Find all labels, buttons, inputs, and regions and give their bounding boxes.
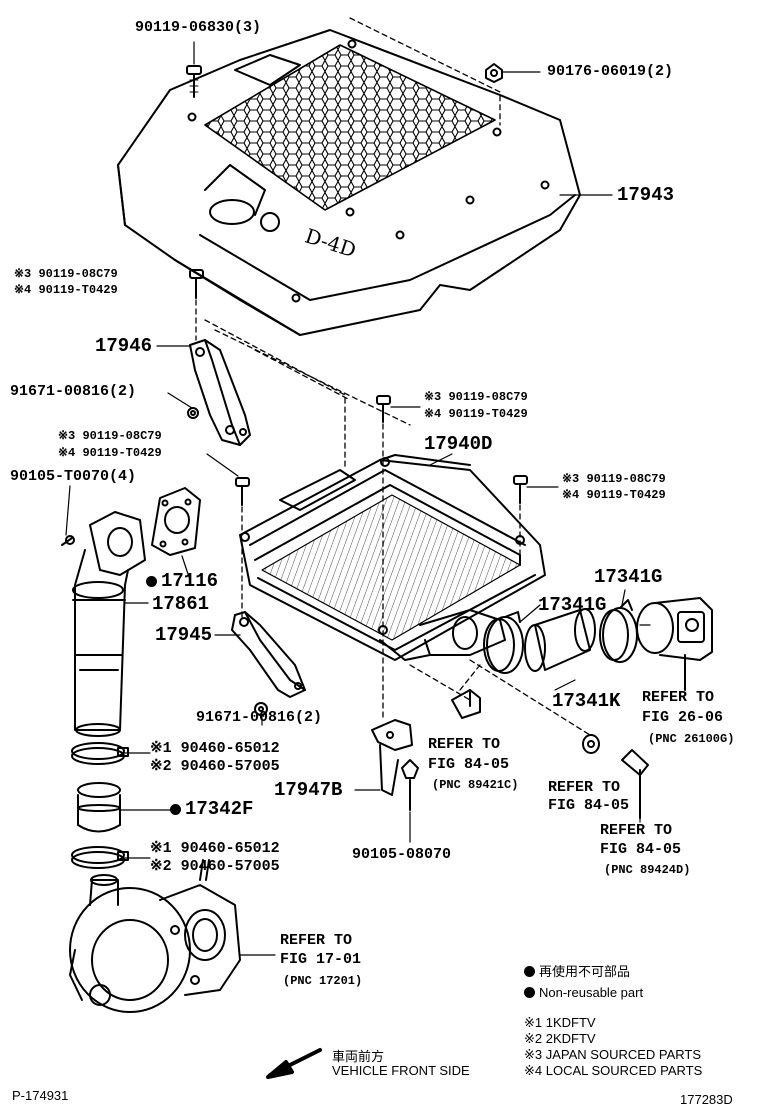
svg-text:D-4D: D-4D: [302, 224, 359, 263]
engine-cover-drawing: D-4D: [117, 29, 581, 336]
intercooler-drawing: [239, 454, 546, 661]
label-hose-k: 17341K: [552, 690, 621, 712]
ref-throttle-3: (PNC 26100G): [648, 732, 735, 746]
label-clamp-a: 17341G: [594, 566, 663, 588]
label-left-bolt-local: ※4 90119-T0429: [58, 446, 162, 460]
ref-sensor-c-3: (PNC 89424D): [604, 863, 691, 877]
cover-nut-drawing: [485, 63, 503, 83]
ref-sensor-a-2: FIG 84-05: [428, 756, 510, 773]
legend-nonreusable-en: Non-reusable part: [524, 986, 643, 999]
label-right-bolt-local: ※4 90119-T0429: [562, 488, 666, 502]
ref-throttle-2: FIG 26-06: [642, 709, 724, 726]
ref-turbo-3: (PNC 17201): [283, 974, 363, 988]
label-engine-cover: 17943: [617, 184, 675, 206]
nonreusable-marker-icon: [524, 966, 535, 977]
lower-bracket-drawing: [231, 611, 306, 716]
legend-note-1: ※1 1KDFTV: [524, 1015, 596, 1030]
label-gasket: 17116: [146, 572, 218, 591]
turbocharger-drawing: [69, 859, 241, 1013]
direction-label-jp: 車両前方: [332, 1049, 385, 1064]
label-intercooler: 17940D: [424, 433, 493, 455]
label-pipe-screw: 90105-T0070(4): [10, 468, 137, 485]
page-code: P-174931: [12, 1088, 69, 1103]
ref-sensor-a-1: REFER TO: [428, 736, 501, 753]
label-cover-bolt: 90119-06830(3): [135, 19, 262, 36]
intercooler-bolts-drawing: [235, 395, 528, 506]
label-upper-bracket: 17946: [95, 335, 153, 357]
label-bracket-bolt-local: ※4 90119-T0429: [14, 283, 118, 297]
label-sensor-screw: 90105-08070: [352, 846, 452, 863]
label-sensor-bracket: 17947B: [274, 779, 343, 801]
clamp-lower-drawing: [71, 846, 129, 869]
upper-bracket-drawing: [187, 339, 251, 446]
ref-sensor-c-2: FIG 84-05: [600, 841, 682, 858]
gasket-drawing: [151, 487, 201, 556]
label-clamp-upper-2kd: ※2 90460-57005: [150, 758, 280, 775]
label-left-bolt-jp: ※3 90119-08C79: [58, 429, 162, 443]
label-ic-bolt-jp: ※3 90119-08C79: [424, 390, 528, 404]
label-clamp-upper-1kd: ※1 90460-65012: [150, 740, 280, 757]
sensor-c-drawing: [582, 734, 649, 819]
ref-throttle-1: REFER TO: [642, 689, 715, 706]
label-ic-bolt-local: ※4 90119-T0429: [424, 407, 528, 421]
ref-sensor-a-3: (PNC 89421C): [432, 778, 519, 792]
sensor-drawing: [451, 689, 481, 719]
legend-note-2: ※2 2KDFTV: [524, 1031, 596, 1046]
hose-f-drawing: [77, 782, 121, 833]
nonreusable-marker-icon: [146, 576, 157, 587]
leader-lines: [65, 41, 651, 956]
nonreusable-marker-icon: [524, 987, 535, 998]
label-lower-bracket: 17945: [155, 624, 213, 646]
label-clamp-lower-1kd: ※1 90460-65012: [150, 840, 280, 857]
legend-note-4: ※4 LOCAL SOURCED PARTS: [524, 1063, 703, 1078]
ref-turbo-1: REFER TO: [280, 932, 353, 949]
sensor-bracket-drawing: [371, 719, 419, 811]
throttle-body-drawing: [636, 597, 713, 691]
label-bracket-bolt-jp: ※3 90119-08C79: [14, 267, 118, 281]
label-upper-bracket-nut: 91671-00816(2): [10, 383, 137, 400]
label-clamp-b: 17341G: [538, 594, 607, 616]
clamp-upper-drawing: [71, 742, 129, 765]
front-arrow: [266, 1048, 322, 1079]
ref-sensor-b-2: FIG 84-05: [548, 797, 630, 814]
label-hose-f: 17342F: [170, 800, 253, 819]
ref-sensor-b-1: REFER TO: [548, 779, 621, 796]
direction-label-en: VEHICLE FRONT SIDE: [332, 1063, 470, 1078]
label-right-bolt-jp: ※3 90119-08C79: [562, 472, 666, 486]
cover-bolt-drawing: [186, 65, 202, 98]
ref-turbo-2: FIG 17-01: [280, 951, 362, 968]
label-lower-bracket-nut: 91671-00816(2): [196, 709, 323, 726]
figure-code: 177283D: [680, 1092, 733, 1107]
label-pipe: 17861: [152, 593, 210, 615]
ref-sensor-c-1: REFER TO: [600, 822, 673, 839]
label-clamp-lower-2kd: ※2 90460-57005: [150, 858, 280, 875]
legend-nonreusable-jp: 再使用不可部品: [524, 965, 630, 978]
bracket-bolt-drawing: [189, 269, 204, 299]
nonreusable-marker-icon: [170, 804, 181, 815]
label-cover-nut: 90176-06019(2): [547, 63, 674, 80]
pipe-drawing: [61, 511, 146, 737]
legend-note-3: ※3 JAPAN SOURCED PARTS: [524, 1047, 702, 1062]
